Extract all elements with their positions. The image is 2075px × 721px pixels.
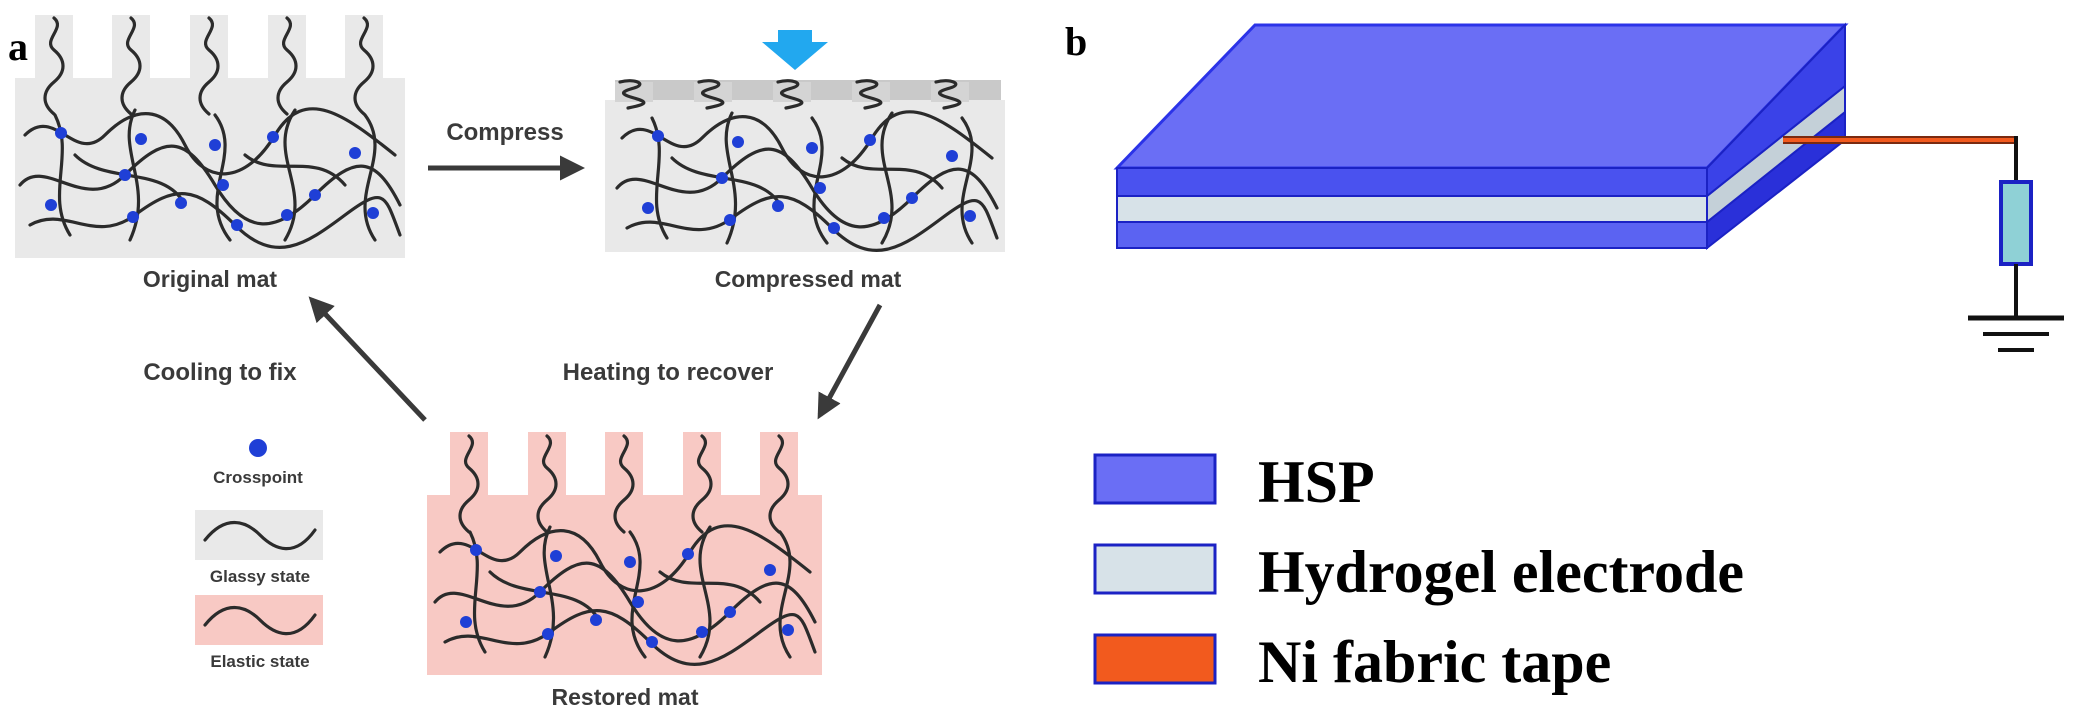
hydrogel-swatch — [1093, 543, 1217, 595]
restored-mat-label: Restored mat — [552, 684, 699, 710]
panel-a-label: a — [8, 24, 28, 69]
original-mat-diagram — [15, 15, 405, 258]
ground-icon — [1968, 264, 2064, 352]
crosspoint-icon — [249, 439, 267, 457]
elastic-state-label: Elastic state — [210, 652, 309, 671]
hsp-legend-label: HSP — [1258, 449, 1375, 515]
heating-label: Heating to recover — [563, 359, 774, 386]
press-down-arrow-icon — [762, 30, 828, 70]
crosspoint-legend-label: Crosspoint — [213, 468, 303, 487]
panel-b-label: b — [1065, 19, 1087, 64]
compressed-mat-diagram — [605, 79, 1005, 252]
compressed-mat-label: Compressed mat — [715, 266, 902, 292]
cooling-label: Cooling to fix — [143, 359, 297, 386]
resistor-icon — [1999, 180, 2033, 266]
hsp-swatch — [1093, 453, 1217, 505]
heating-arrow — [817, 303, 883, 420]
original-mat-label: Original mat — [143, 266, 278, 292]
restored-mat-diagram — [427, 432, 822, 675]
device-3d-diagram — [1113, 22, 1849, 251]
hydrogel-legend-label: Hydrogel electrode — [1258, 539, 1744, 605]
ni-tape-swatch — [1093, 633, 1217, 685]
cooling-arrow — [308, 296, 427, 422]
compress-label: Compress — [446, 119, 563, 146]
glassy-state-label: Glassy state — [210, 567, 310, 586]
ni-tape-legend-label: Ni fabric tape — [1258, 629, 1611, 695]
panel-b-legend: HSP Hydrogel electrode Ni fabric tape — [1093, 449, 1744, 695]
panel-a-legend: Crosspoint Glassy state Elastic state — [195, 439, 323, 671]
circuit-wire — [1783, 136, 2018, 182]
